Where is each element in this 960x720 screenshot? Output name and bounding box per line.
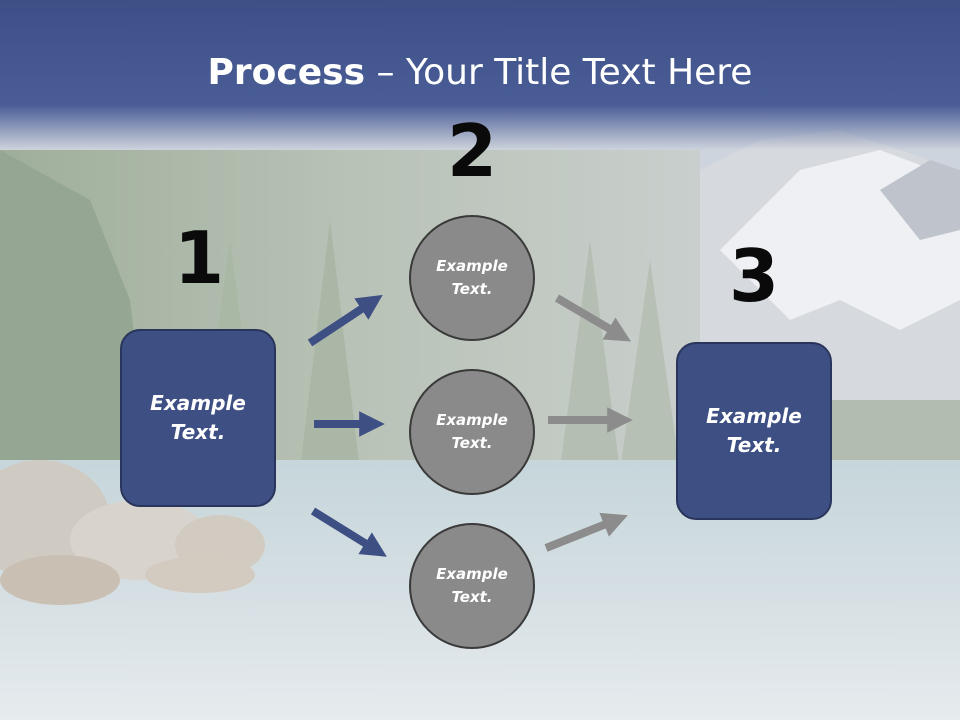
step-3-box-label: Example Text. <box>706 404 802 457</box>
title-bar <box>0 0 960 150</box>
circle-bottom[interactable]: Example Text. <box>409 523 535 649</box>
step-number-3: 3 <box>728 234 780 318</box>
arrow-step1-to-circle-top <box>307 294 383 347</box>
title-separator: – <box>365 52 406 93</box>
title-rest-part: Your Title Text Here <box>405 52 753 93</box>
step-1-box-label: Example Text. <box>150 391 246 444</box>
circle-middle[interactable]: Example Text. <box>409 369 535 495</box>
step-number-1: 1 <box>173 216 225 300</box>
step-1-box[interactable]: Example Text. <box>120 329 276 507</box>
slide-title: Process – Your Title Text Here <box>0 52 960 93</box>
title-bold-part: Process <box>207 52 366 93</box>
arrow-circle-bottom-to-step3 <box>544 512 628 552</box>
circle-top-label: Example Text. <box>436 257 508 298</box>
step-number-2: 2 <box>446 109 498 193</box>
circle-bottom-label: Example Text. <box>436 565 508 606</box>
step-3-box[interactable]: Example Text. <box>676 342 832 520</box>
arrow-step1-to-circle-bottom <box>310 507 387 557</box>
circle-top[interactable]: Example Text. <box>409 215 535 341</box>
circle-middle-label: Example Text. <box>436 411 508 452</box>
arrow-circle-top-to-step3 <box>554 294 632 342</box>
